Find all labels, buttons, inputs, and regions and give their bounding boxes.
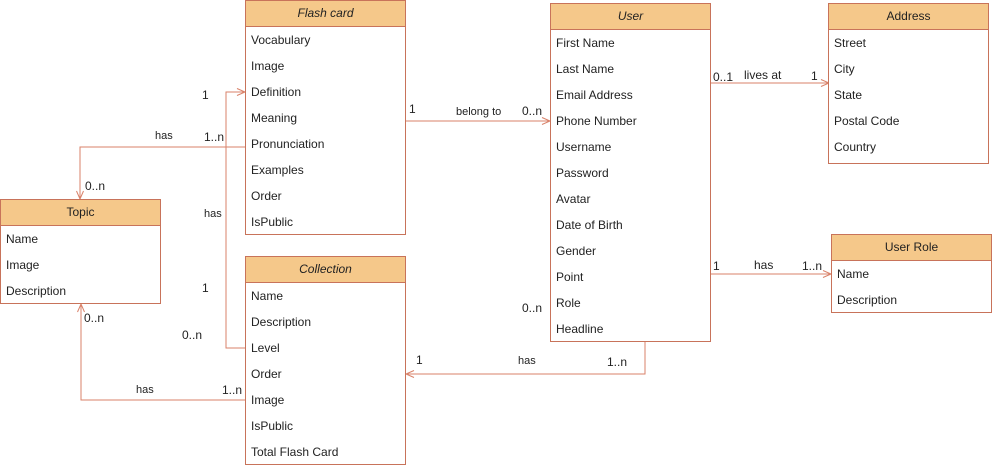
multiplicity-label: 1 (416, 353, 423, 367)
multiplicity-label: 0..1 (713, 70, 734, 84)
relation-label: has (518, 355, 536, 367)
attribute: First Name (556, 36, 615, 50)
attribute: Username (556, 140, 612, 154)
multiplicity-label: 1 (409, 102, 416, 116)
attribute: Level (251, 341, 280, 355)
attribute: Point (556, 270, 584, 284)
attribute: Order (251, 189, 282, 203)
attribute: Headline (556, 322, 604, 336)
multiplicity-label: 0..n (84, 311, 105, 325)
attribute: Meaning (251, 111, 298, 125)
entity-user[interactable]: User First Name Last Name Email Address … (550, 3, 711, 342)
entity-title: User Role (832, 235, 991, 261)
attribute: Street (834, 36, 867, 50)
multiplicity-label: 1..n (802, 259, 823, 273)
attribute: Description (251, 315, 312, 329)
multiplicity-label: 0..n (522, 104, 543, 118)
edge-flashcard-topic (80, 146, 245, 199)
attribute: Definition (251, 85, 302, 99)
multiplicity-label: 1 (811, 69, 818, 83)
attribute: Password (556, 166, 609, 180)
attribute: Description (6, 284, 67, 298)
edge-collection-flashcard (225, 92, 245, 349)
relation-label: has (204, 208, 222, 220)
attribute: IsPublic (251, 215, 294, 229)
entity-user-role[interactable]: User Role Name Description (831, 234, 992, 313)
attribute: Country (834, 140, 877, 154)
entity-title: Address (829, 4, 988, 30)
relation-label: belong to (456, 106, 502, 118)
attribute: Vocabulary (251, 33, 311, 47)
edge-collection-topic (81, 304, 245, 401)
attribute: Pronunciation (251, 137, 325, 151)
multiplicity-label: 1..n (607, 355, 628, 369)
edge-user-collection (406, 342, 646, 374)
attribute: Image (251, 393, 285, 407)
attribute: Name (251, 289, 284, 303)
attribute: Examples (251, 163, 304, 177)
relation-label: has (136, 384, 154, 396)
entity-address[interactable]: Address Street City State Postal Code Co… (828, 3, 989, 164)
attribute: Name (6, 232, 39, 246)
attribute: IsPublic (251, 419, 294, 433)
multiplicity-label: 1 (713, 259, 720, 273)
attribute: Last Name (556, 62, 615, 76)
entity-topic[interactable]: Topic Name Image Description (0, 199, 161, 304)
attribute: Order (251, 367, 282, 381)
entity-collection[interactable]: Collection Name Description Level Order … (245, 256, 406, 465)
entity-title: Flash card (246, 1, 405, 27)
attribute: Postal Code (834, 114, 900, 128)
entity-title: Topic (1, 200, 160, 226)
multiplicity-label: 0..n (182, 328, 203, 342)
attribute: Image (251, 59, 285, 73)
multiplicity-label: 0..n (522, 301, 543, 315)
attribute: State (834, 88, 863, 102)
attribute: Gender (556, 244, 597, 258)
attribute: Name (837, 267, 870, 281)
attribute: Avatar (556, 192, 591, 206)
relation-label: has (754, 258, 774, 272)
relation-label: has (155, 130, 173, 142)
attribute: Description (837, 293, 898, 307)
attribute: Date of Birth (556, 218, 623, 232)
attribute: Role (556, 296, 581, 310)
entity-flash-card[interactable]: Flash card Vocabulary Image Definition M… (245, 0, 406, 235)
multiplicity-label: 1 (202, 88, 209, 102)
attribute: Phone Number (556, 114, 637, 128)
attribute: Image (6, 258, 40, 272)
attribute: City (834, 62, 855, 76)
entity-title: Collection (246, 257, 405, 283)
relation-label: lives at (744, 68, 782, 82)
attribute: Email Address (556, 88, 633, 102)
multiplicity-label: 1..n (204, 130, 225, 144)
multiplicity-label: 1..n (222, 383, 243, 397)
multiplicity-label: 0..n (85, 179, 106, 193)
entity-title: User (551, 4, 710, 30)
multiplicity-label: 1 (202, 281, 209, 295)
attribute: Total Flash Card (251, 445, 339, 459)
